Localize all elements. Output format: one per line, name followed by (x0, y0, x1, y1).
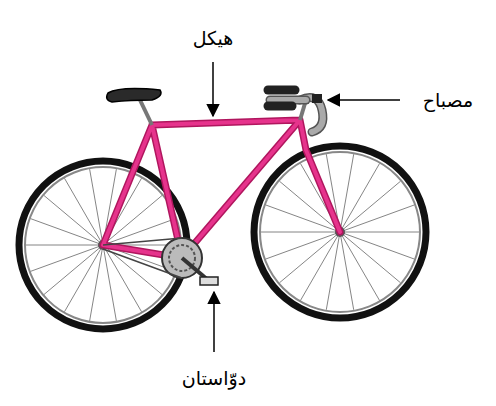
lamp (312, 94, 322, 103)
rear-rim (25, 167, 181, 323)
leader-arrow (213, 292, 215, 352)
spoke (340, 205, 414, 232)
frame-outline (103, 120, 340, 258)
spoke (31, 245, 103, 271)
leader-arrow (212, 62, 214, 116)
pedals-label: دوّاستان (182, 367, 246, 390)
grip (268, 102, 292, 111)
seat-post (140, 100, 152, 125)
wheels (19, 146, 426, 329)
leader-arrow (328, 99, 400, 101)
chain (103, 249, 182, 278)
spoke (279, 232, 340, 283)
lamp-label: مصباح (423, 89, 473, 112)
spoke (65, 245, 104, 312)
spoke (301, 232, 341, 300)
frame-label: هيكل (193, 27, 234, 50)
spoke (340, 181, 401, 232)
spoke (44, 196, 103, 245)
spoke (340, 232, 354, 310)
spoke (340, 232, 401, 283)
seat (107, 89, 161, 102)
spoke (103, 245, 116, 321)
pedal (200, 277, 218, 285)
spoke (44, 245, 103, 294)
spoke (340, 232, 419, 233)
spoke (340, 164, 380, 232)
grip (268, 86, 295, 95)
spoke (261, 232, 340, 233)
spoke (340, 232, 414, 259)
frame (103, 120, 340, 258)
spoke (90, 169, 103, 245)
spoke (26, 245, 103, 246)
spokes (26, 154, 419, 321)
chain (103, 238, 182, 245)
rear-tyre (19, 161, 187, 329)
spoke (31, 219, 103, 245)
spoke (266, 232, 340, 259)
